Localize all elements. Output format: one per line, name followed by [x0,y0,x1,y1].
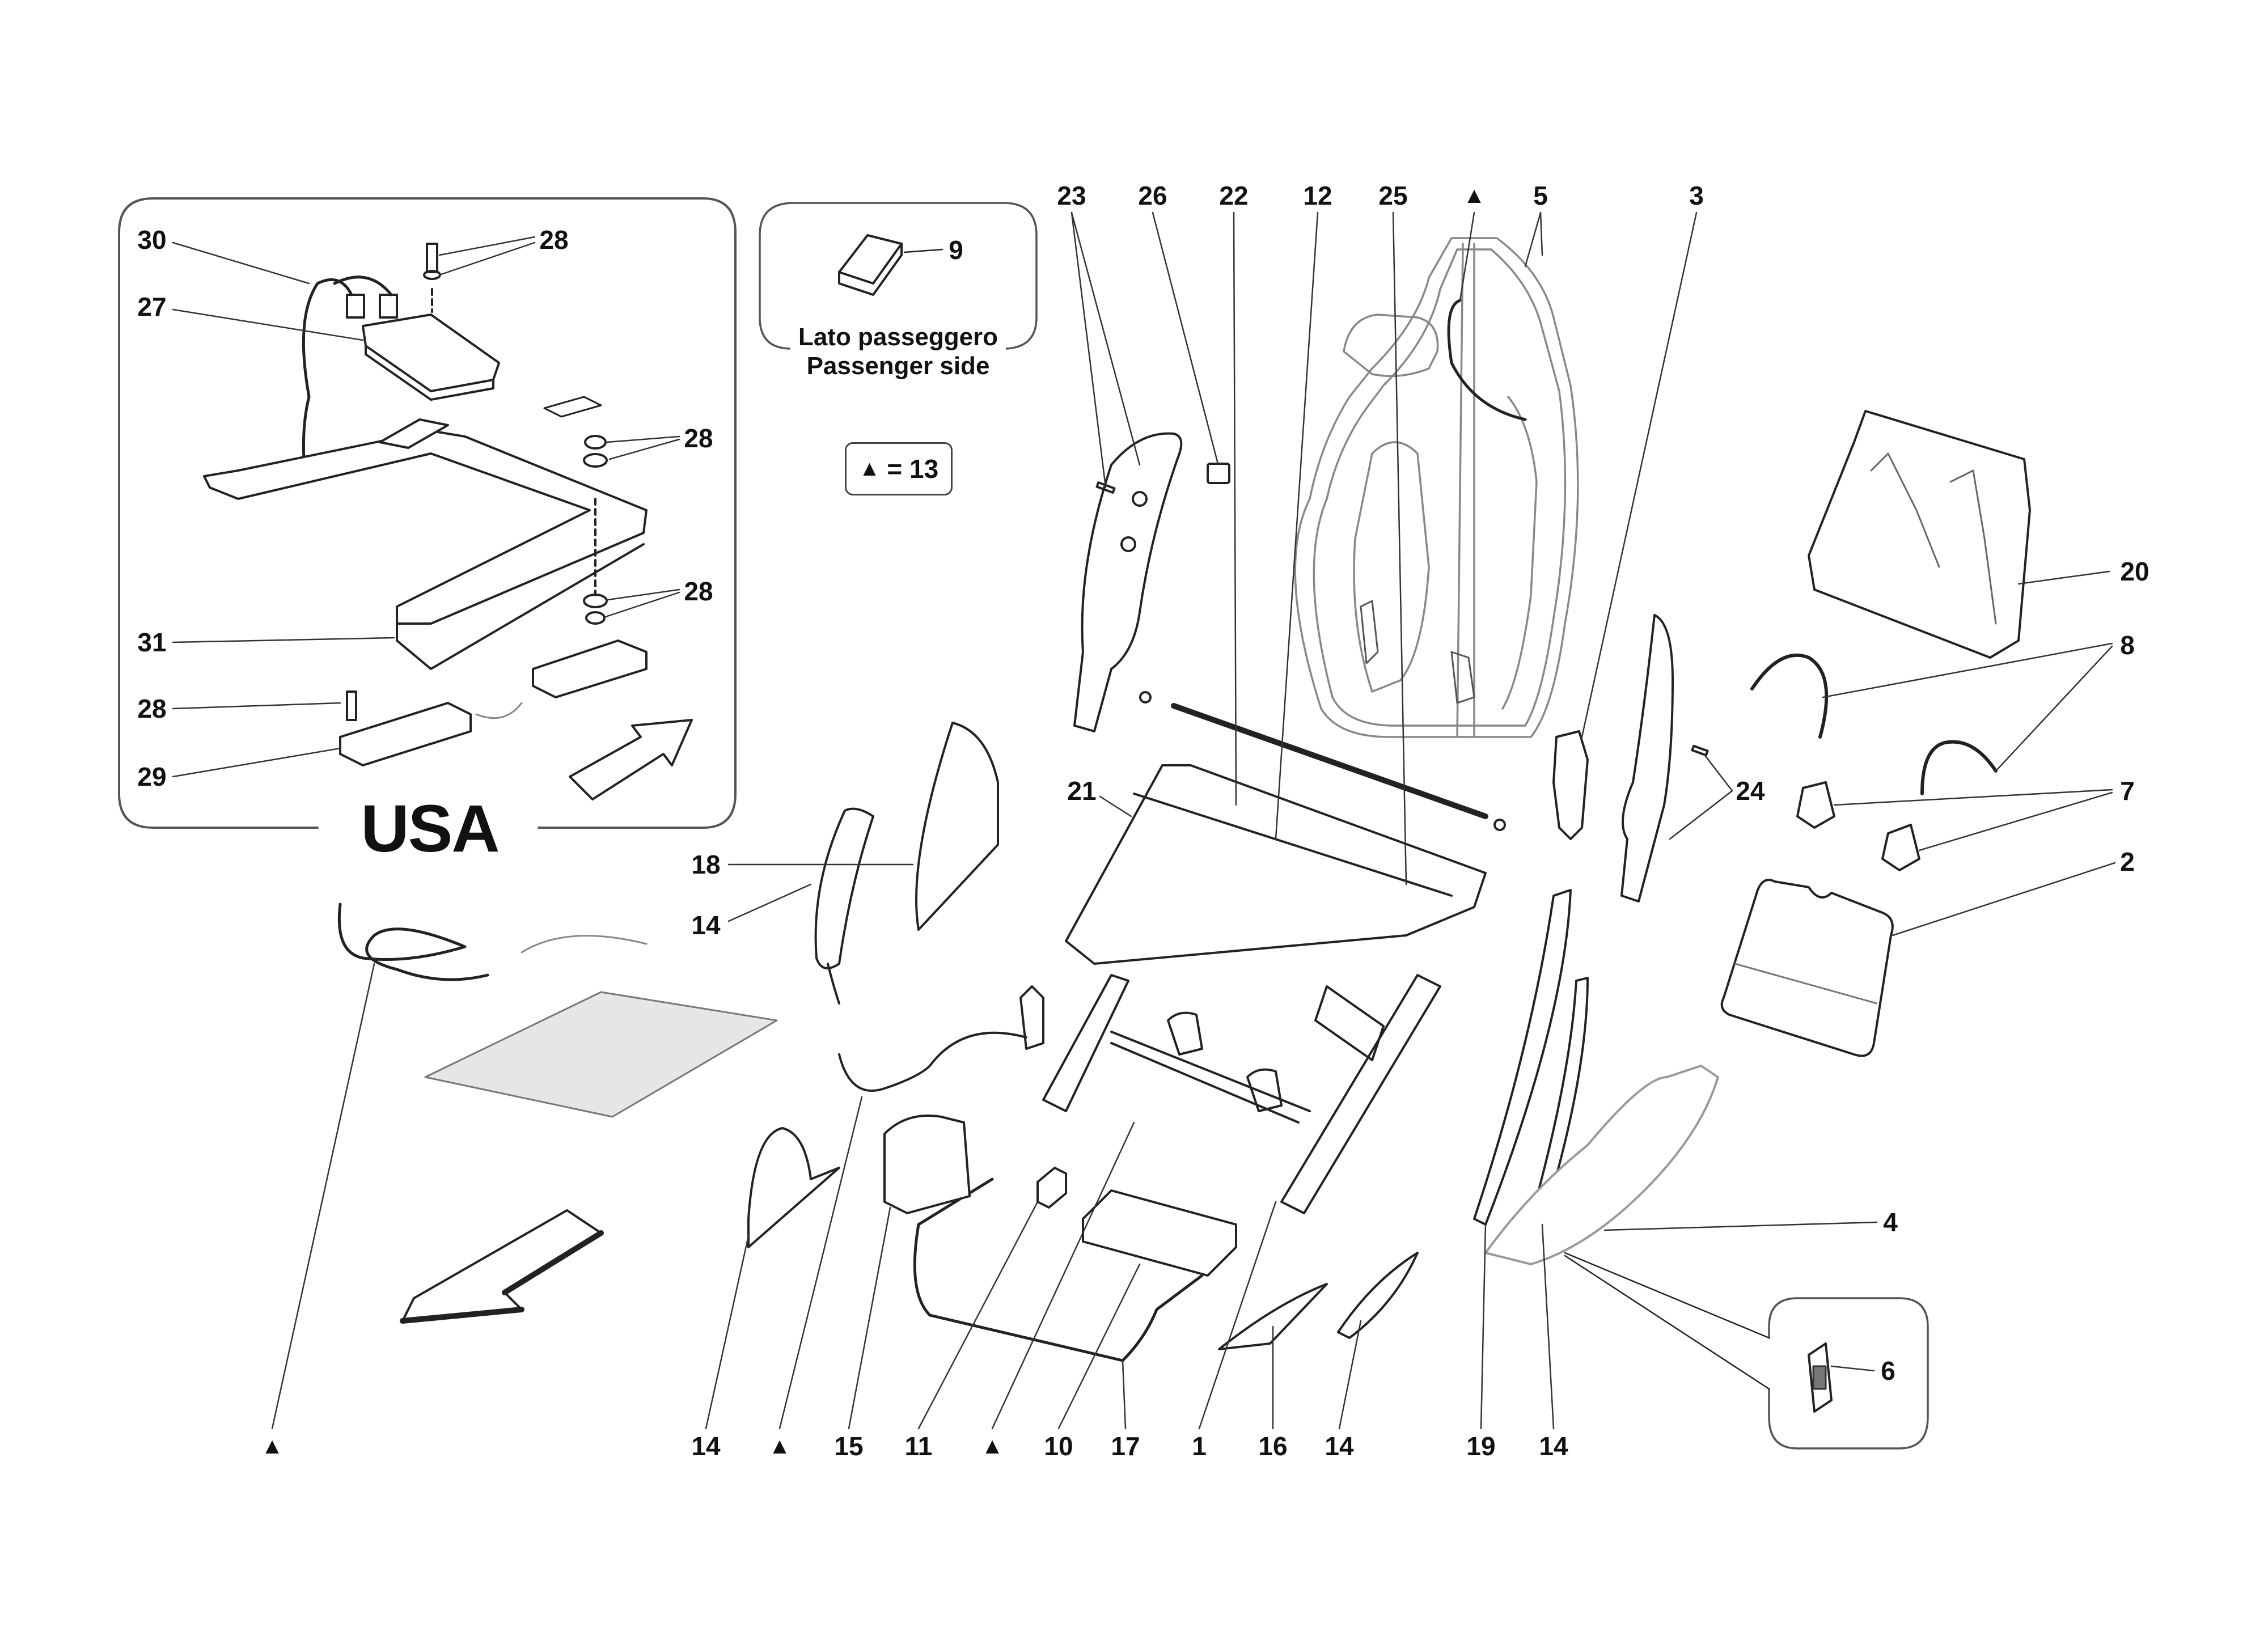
actuator-7-right [1881,824,1920,871]
bracket-31 [203,430,648,670]
callout-31: 31 [137,628,167,657]
callout-17: 17 [1111,1431,1140,1461]
panel-18 [915,722,999,931]
callout-10: 10 [1044,1431,1073,1461]
usa-inset-frame [118,197,737,829]
rod-17 [913,1177,1204,1362]
side-trim-24 [1620,614,1674,902]
callout-30: 30 [137,225,167,255]
detail-6-frame [1768,1297,1929,1450]
callout-29: 29 [137,762,167,791]
caption-english: Passenger side [806,351,990,380]
seat-back-cable [1447,299,1527,421]
sensor-right [532,639,648,698]
seat-mat-2 [1720,879,1894,1057]
callout-triangle: ▲ [1463,183,1486,208]
actuator-7-left [1796,781,1835,829]
callout-28: 28 [539,225,569,255]
callout-4: 4 [1883,1207,1898,1237]
callout-6: 6 [1881,1356,1895,1385]
callout-12: 12 [1303,181,1332,210]
heating-pad-cable [337,902,489,981]
callout-22: 22 [1219,181,1249,210]
callout-28: 28 [684,577,713,606]
nut-28 [584,435,607,450]
cable-8-left [1750,653,1829,739]
seat-back-shell [1294,237,1579,738]
triangle-symbol-icon: ▲ [858,456,881,481]
callout-28: 28 [684,423,713,453]
callout-14: 14 [691,1431,721,1461]
callout-11: 11 [904,1431,933,1461]
heating-pad [424,991,778,1118]
callout-20: 20 [2120,557,2149,586]
callout-25: 25 [1378,181,1408,210]
caption-italian: Lato passeggero [798,323,998,351]
callout-5: 5 [1533,181,1548,210]
direction-arrow-icon [569,719,693,800]
passenger-side-caption: Lato passeggero Passenger side [790,323,1006,381]
trim-15 [883,1115,971,1214]
relay-11 [1036,1167,1067,1209]
callout-15: 15 [834,1431,864,1461]
callout-16: 16 [1258,1431,1288,1461]
screw-24 [1691,744,1709,757]
passenger-side-inset-frame [759,202,1038,350]
buckle-cable [838,1031,1027,1092]
sensor-29 [339,702,472,766]
bolt-28-top [423,243,441,280]
backrest-panel-20 [1808,410,2031,659]
callout-3: 3 [1689,181,1704,210]
callout-24: 24 [1736,776,1765,806]
callout-9: 9 [949,235,963,265]
callout-21: 21 [1067,776,1097,806]
callout-triangle: ▲ [981,1434,1004,1459]
ecu-10 [1082,1189,1237,1277]
callout-14: 14 [1539,1431,1568,1461]
callout-8: 8 [2120,630,2135,660]
switch-26 [1207,463,1230,484]
screw-23 [1095,481,1116,494]
front-direction-arrow-icon [401,1209,602,1322]
cover-14-lower [747,1127,840,1248]
callout-26: 26 [1138,181,1167,210]
seat-belt-buckle [1019,985,1044,1050]
callout-1: 1 [1192,1431,1207,1461]
washer-28 [583,453,608,468]
legend-box: ▲ = 13 [845,442,953,495]
cover-16 [1218,1283,1328,1350]
usa-inset-title: USA [348,795,511,862]
seat-back-brackets [1360,600,1475,704]
callout-18: 18 [691,850,721,879]
callout-triangle: ▲ [261,1434,284,1459]
callout-27: 27 [137,292,167,321]
callout-triangle: ▲ [768,1434,791,1459]
cover-14-bottom [1337,1252,1419,1339]
bolt-28-bottom [346,690,357,721]
legend-value: = 13 [887,454,939,484]
control-unit-27 [346,294,500,401]
cover-14-upper [814,807,874,969]
motor-3 [1552,730,1589,840]
side-trim-23 [1073,432,1183,732]
callout-2: 2 [2120,847,2135,876]
seat-frame-21 [1042,764,1487,1214]
callout-28: 28 [137,694,167,723]
callout-23: 23 [1057,181,1086,210]
callout-19: 19 [1466,1431,1496,1461]
seat-shell-4 [1484,1065,1719,1265]
seat-rod [1171,703,1488,819]
module-9 [838,234,903,296]
callout-7: 7 [2120,776,2135,806]
cable-8-right [1920,740,1998,795]
callout-14: 14 [691,910,721,940]
callout-14: 14 [1325,1431,1354,1461]
